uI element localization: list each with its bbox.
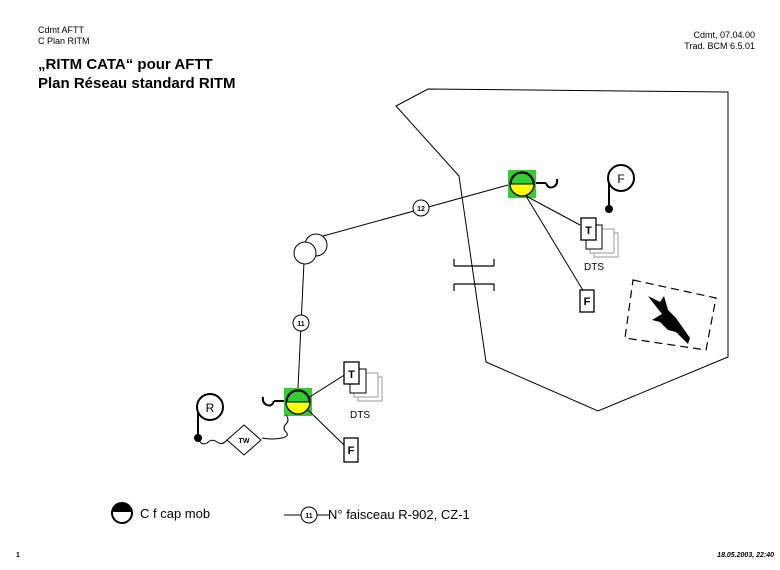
f-bottom-label: F bbox=[348, 445, 355, 457]
page-number: 1 bbox=[16, 552, 20, 559]
tw-device: TW bbox=[226, 424, 262, 456]
link-top-dts bbox=[525, 195, 581, 226]
f-terminal-bottom: F bbox=[343, 437, 359, 463]
dts-bottom: T DTS bbox=[343, 361, 383, 421]
dts-top-t-label: T bbox=[585, 225, 592, 237]
legend-beam-number: 11 bbox=[305, 513, 313, 520]
dts-bottom-label: DTS bbox=[350, 410, 370, 421]
legend-cf-label: C f cap mob bbox=[140, 506, 210, 521]
station-bottom bbox=[261, 388, 312, 416]
title-line-1: „RITM CATA“ pour AFTT bbox=[38, 56, 213, 73]
beam-11-label: 11 bbox=[297, 321, 305, 328]
aircraft-zone bbox=[624, 279, 717, 351]
r-antenna-label: R bbox=[206, 401, 215, 415]
f-top-label: F bbox=[584, 296, 591, 308]
tw-label: TW bbox=[239, 438, 250, 445]
beam-12-label: 12 bbox=[417, 206, 425, 213]
boundary-crossing-symbol bbox=[453, 259, 495, 291]
beam-11-marker: 11 bbox=[292, 314, 310, 332]
header-left: Cdmt AFTT C Plan RITM bbox=[38, 25, 90, 47]
link-top-f bbox=[525, 195, 585, 293]
page-title: „RITM CATA“ pour AFTT Plan Réseau standa… bbox=[38, 55, 236, 93]
r-antenna: R bbox=[194, 393, 224, 442]
legend-beam-label: N° faisceau R-902, CZ-1 bbox=[328, 507, 470, 522]
command-date: Cdmt, 07.04.00 bbox=[693, 30, 755, 40]
print-date: 18.05.2003, 22:40 bbox=[717, 552, 774, 559]
dts-top-label: DTS bbox=[584, 262, 604, 273]
legend-cf-icon bbox=[111, 502, 133, 524]
area-boundary bbox=[395, 88, 729, 412]
dts-bottom-t-label: T bbox=[348, 369, 355, 381]
link-beam-12 bbox=[315, 184, 509, 239]
cable-station-tw bbox=[261, 414, 289, 440]
f-antenna: F bbox=[605, 164, 635, 213]
relay-node bbox=[293, 233, 328, 265]
title-line-2: Plan Réseau standard RITM bbox=[38, 75, 236, 92]
dts-top: T DTS bbox=[580, 217, 619, 273]
unit-label: Cdmt AFTT bbox=[38, 25, 85, 35]
plan-label: C Plan RITM bbox=[38, 36, 90, 46]
beam-12-marker: 12 bbox=[412, 199, 430, 217]
link-bottom-f bbox=[307, 409, 346, 447]
f-antenna-label: F bbox=[617, 172, 624, 186]
f-terminal-top: F bbox=[579, 289, 595, 313]
station-top bbox=[508, 170, 559, 198]
translation-note: Trad. BCM 6.5.01 bbox=[684, 41, 755, 51]
aircraft-icon bbox=[648, 296, 690, 344]
link-bottom-dts bbox=[307, 373, 347, 399]
legend-beam-icon: 11 bbox=[284, 506, 330, 524]
header-right: Cdmt, 07.04.00 Trad. BCM 6.5.01 bbox=[684, 30, 755, 52]
cable-tw-r bbox=[197, 438, 228, 445]
